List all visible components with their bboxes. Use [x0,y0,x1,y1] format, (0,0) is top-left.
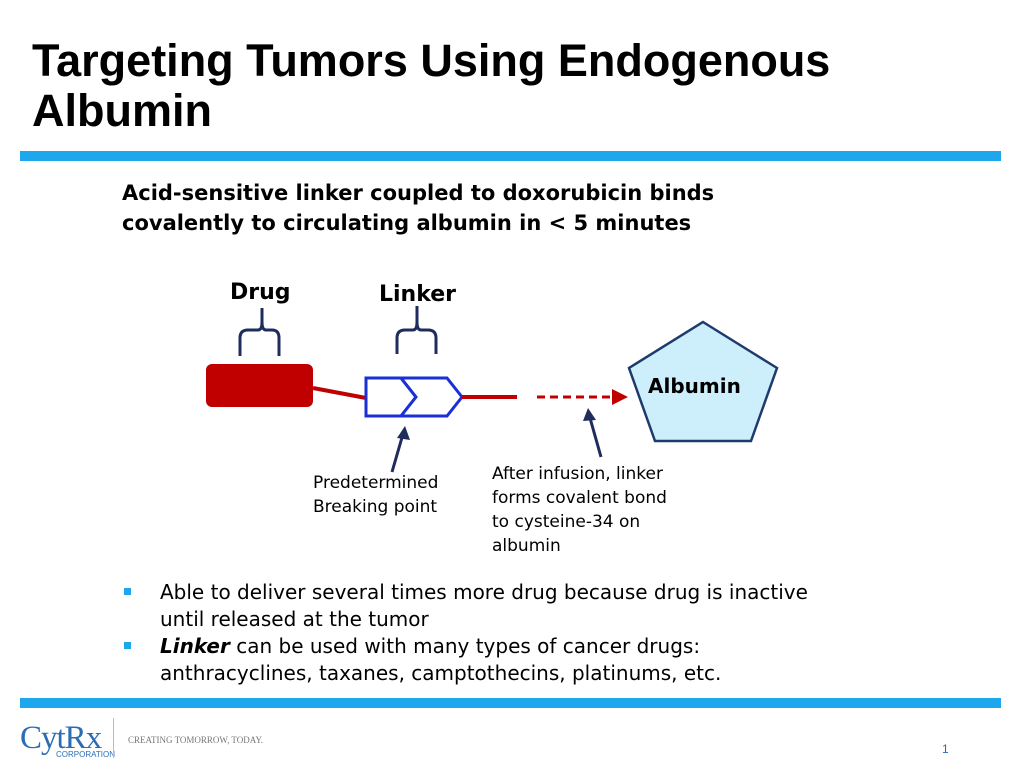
albumin-label: Albumin [648,374,741,398]
infusion-pointer [588,417,603,458]
drug-block [206,364,313,407]
breaking-point-pointer-head [397,426,410,440]
linker-chevron-right [397,376,464,418]
binding-arrowhead [612,389,628,405]
bottom-accent-rule [20,698,1001,708]
linker-brace [395,306,438,354]
bullet-emphasis: Linker [160,634,230,658]
company-logo: CytRx [20,720,102,756]
breaking-point-pointer [390,433,405,473]
bullet-item: Able to deliver several times more drug … [122,579,822,633]
breaking-point-note: Predetermined Breaking point [313,473,439,517]
slide-title: Targeting Tumors Using Endogenous Albumi… [32,35,831,136]
slide-subtitle: Acid-sensitive linker coupled to doxorub… [122,181,715,235]
company-logo-subtext: CORPORATION [56,750,115,759]
square-bullet-icon [124,588,131,595]
bullet-text: Able to deliver several times more drug … [160,580,808,631]
page-number: 1 [942,742,949,756]
infusion-pointer-head [583,408,596,421]
company-tagline: CREATING TOMORROW, TODAY. [128,735,264,745]
albumin-pentagon [627,320,779,443]
linker-label: Linker [379,282,457,307]
drug-label: Drug [230,280,291,305]
drug-linker-connector [312,386,367,400]
infusion-note: After infusion, linker forms covalent bo… [492,464,667,556]
bullet-text: can be used with many types of cancer dr… [160,634,722,685]
square-bullet-icon [124,642,131,649]
bullet-item: Linker can be used with many types of ca… [122,633,822,687]
top-accent-rule [20,151,1001,161]
footer-divider [113,718,114,758]
drug-brace [238,308,281,356]
bullet-list: Able to deliver several times more drug … [122,579,822,687]
